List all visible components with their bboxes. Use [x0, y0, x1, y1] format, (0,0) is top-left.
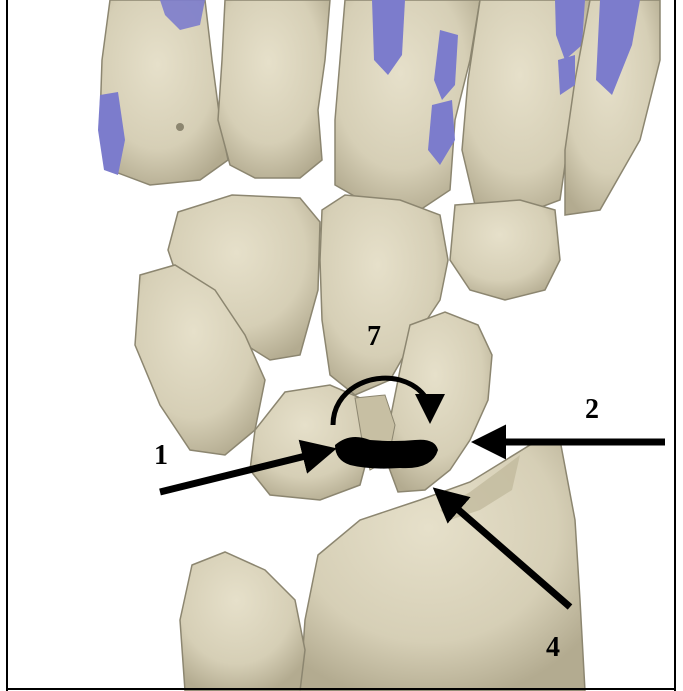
ulna	[180, 552, 305, 691]
foramen-dot	[176, 123, 184, 131]
metacarpals	[98, 0, 660, 215]
frame-border-left	[6, 0, 8, 691]
frame-border-bottom	[6, 688, 676, 690]
frame-border-right	[674, 0, 676, 691]
defect-gap	[335, 437, 438, 469]
metacarpal-third	[335, 0, 480, 210]
label-2: 2	[585, 396, 599, 424]
label-7: 7	[367, 323, 381, 351]
label-4: 4	[546, 634, 560, 662]
metacarpal-second	[218, 0, 330, 178]
label-1: 1	[154, 442, 168, 470]
hamate	[450, 200, 560, 300]
